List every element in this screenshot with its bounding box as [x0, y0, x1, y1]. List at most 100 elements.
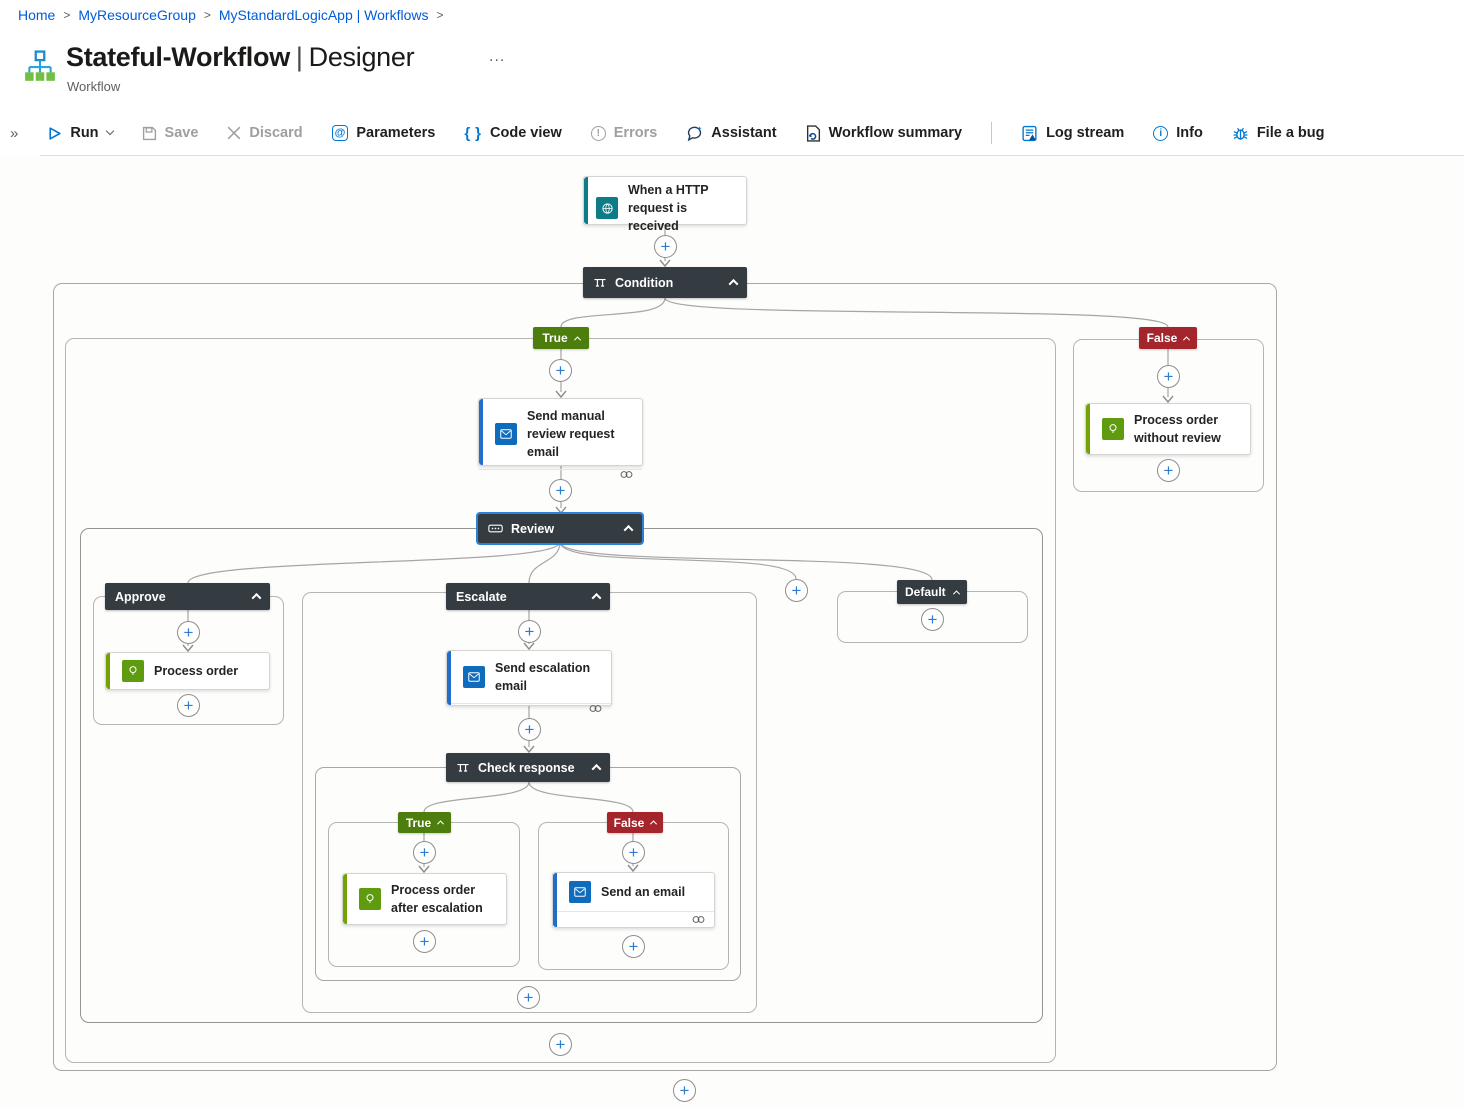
breadcrumb-separator: >	[436, 8, 444, 22]
info-button[interactable]: i Info	[1153, 125, 1203, 141]
check-response-true-badge[interactable]: True	[398, 812, 451, 833]
outlook-email-icon	[495, 423, 517, 446]
collapse-icon[interactable]	[573, 335, 581, 343]
collapse-icon[interactable]	[437, 820, 445, 828]
assistant-button[interactable]: Assistant	[686, 125, 777, 142]
collapse-icon[interactable]	[650, 820, 658, 828]
action-label: Send escalation email	[495, 661, 591, 694]
add-case-button[interactable]: +	[785, 579, 808, 602]
expand-toolbar-button[interactable]: »	[10, 124, 19, 142]
add-action-button[interactable]: +	[622, 935, 645, 958]
action-accent-bar	[1086, 404, 1090, 454]
play-icon	[49, 126, 62, 140]
connection-footer	[479, 469, 642, 479]
bug-icon	[1233, 127, 1248, 140]
add-action-button[interactable]: +	[1157, 459, 1180, 482]
escalate-label: Escalate	[456, 589, 507, 604]
collapse-icon[interactable]	[1183, 335, 1191, 343]
page-subtitle: Workflow	[67, 79, 121, 94]
add-action-button[interactable]: +	[177, 621, 200, 644]
collapse-icon[interactable]	[952, 589, 961, 597]
workflow-app-icon	[24, 50, 56, 89]
add-action-button[interactable]: +	[518, 718, 541, 741]
save-button[interactable]: Save	[142, 125, 198, 141]
review-switch-node[interactable]: Review	[476, 512, 644, 545]
collapse-icon[interactable]	[728, 278, 739, 289]
connection-footer	[447, 703, 611, 713]
add-action-button[interactable]: +	[518, 620, 541, 643]
assistant-icon	[687, 125, 702, 141]
title-overflow-button[interactable]: ...	[489, 48, 506, 65]
title-separator: |	[295, 42, 303, 72]
trigger-accent-bar	[584, 177, 588, 224]
parameters-button[interactable]: @ Parameters	[331, 125, 435, 141]
add-action-button[interactable]: +	[921, 608, 944, 631]
add-action-button[interactable]: +	[549, 479, 572, 502]
errors-icon: !	[590, 125, 606, 141]
add-action-button[interactable]: +	[654, 235, 677, 258]
log-stream-button[interactable]: Log stream	[1021, 125, 1124, 142]
condition-node[interactable]: Condition	[583, 267, 747, 298]
connection-link-icon	[692, 916, 705, 923]
file-a-bug-button[interactable]: File a bug	[1232, 125, 1324, 142]
action-accent-bar	[343, 874, 347, 924]
breadcrumb-resource-group[interactable]: MyResourceGroup	[78, 7, 196, 23]
discard-button[interactable]: Discard	[227, 125, 303, 141]
collapse-icon[interactable]	[591, 592, 602, 603]
action-card-send-an-email[interactable]: Send an email	[552, 872, 715, 928]
title-view: Designer	[308, 42, 415, 72]
discard-icon	[228, 126, 241, 140]
parameters-icon: @	[331, 125, 349, 141]
add-action-button[interactable]: +	[622, 841, 645, 864]
trigger-card-http-request[interactable]: When a HTTP request is received	[583, 176, 747, 233]
action-card-process-order-without-review[interactable]: Process order without review	[1085, 403, 1251, 455]
condition-icon	[457, 763, 469, 772]
add-action-button[interactable]: +	[413, 841, 436, 864]
connection-footer	[553, 911, 714, 927]
action-card-process-order-after-escalation[interactable]: Process order after escalation	[342, 873, 507, 925]
run-button[interactable]: Run	[47, 125, 114, 141]
workflow-name: Stateful-Workflow	[66, 42, 290, 72]
approve-case-header[interactable]: Approve	[105, 583, 270, 610]
escalate-case-header[interactable]: Escalate	[446, 583, 610, 610]
add-action-button[interactable]: +	[549, 359, 572, 382]
breadcrumb-logic-app-workflows[interactable]: MyStandardLogicApp | Workflows	[218, 7, 429, 23]
add-action-button[interactable]: +	[549, 1033, 572, 1056]
add-action-button[interactable]: +	[177, 694, 200, 717]
condition-true-badge[interactable]: True	[533, 327, 589, 349]
collapse-icon[interactable]	[251, 592, 262, 603]
condition-false-badge[interactable]: False	[1139, 327, 1197, 349]
action-card-process-order[interactable]: Process order	[105, 652, 270, 690]
code-view-button[interactable]: { } Code view	[464, 124, 562, 142]
action-accent-bar	[553, 873, 557, 927]
designer-canvas[interactable]: When a HTTP request is received Conditio…	[0, 156, 1464, 1108]
lightbulb-icon	[1102, 418, 1124, 440]
action-card-send-escalation-email[interactable]: Send escalation email	[446, 650, 612, 713]
default-case-header[interactable]: Default	[897, 580, 967, 604]
action-accent-bar	[479, 399, 483, 465]
add-action-button[interactable]: +	[673, 1079, 696, 1102]
check-response-false-badge[interactable]: False	[607, 812, 663, 833]
add-action-button[interactable]: +	[517, 986, 540, 1009]
breadcrumb-home[interactable]: Home	[18, 7, 56, 23]
toolbar-underline	[40, 155, 1464, 156]
workflow-summary-icon	[806, 124, 820, 142]
log-stream-icon	[1022, 125, 1037, 141]
action-card-send-manual-review-email[interactable]: Send manual review request email	[478, 398, 643, 479]
collapse-icon[interactable]	[591, 763, 602, 774]
add-action-button[interactable]: +	[1157, 365, 1180, 388]
review-label: Review	[511, 521, 555, 536]
breadcrumb: Home > MyResourceGroup > MyStandardLogic…	[18, 7, 444, 23]
action-label: Send an email	[601, 884, 686, 899]
connection-link-icon	[589, 705, 602, 713]
workflow-summary-button[interactable]: Workflow summary	[806, 124, 962, 142]
errors-button[interactable]: ! Errors	[590, 125, 657, 141]
collapse-icon[interactable]	[623, 524, 634, 535]
condition-label: Condition	[615, 275, 674, 290]
action-label: Process order without review	[1134, 412, 1221, 445]
chevron-down-icon	[105, 126, 114, 136]
add-action-button[interactable]: +	[413, 930, 436, 953]
lightbulb-icon	[122, 660, 144, 682]
check-response-label: Check response	[478, 760, 575, 775]
check-response-node[interactable]: Check response	[446, 753, 610, 782]
